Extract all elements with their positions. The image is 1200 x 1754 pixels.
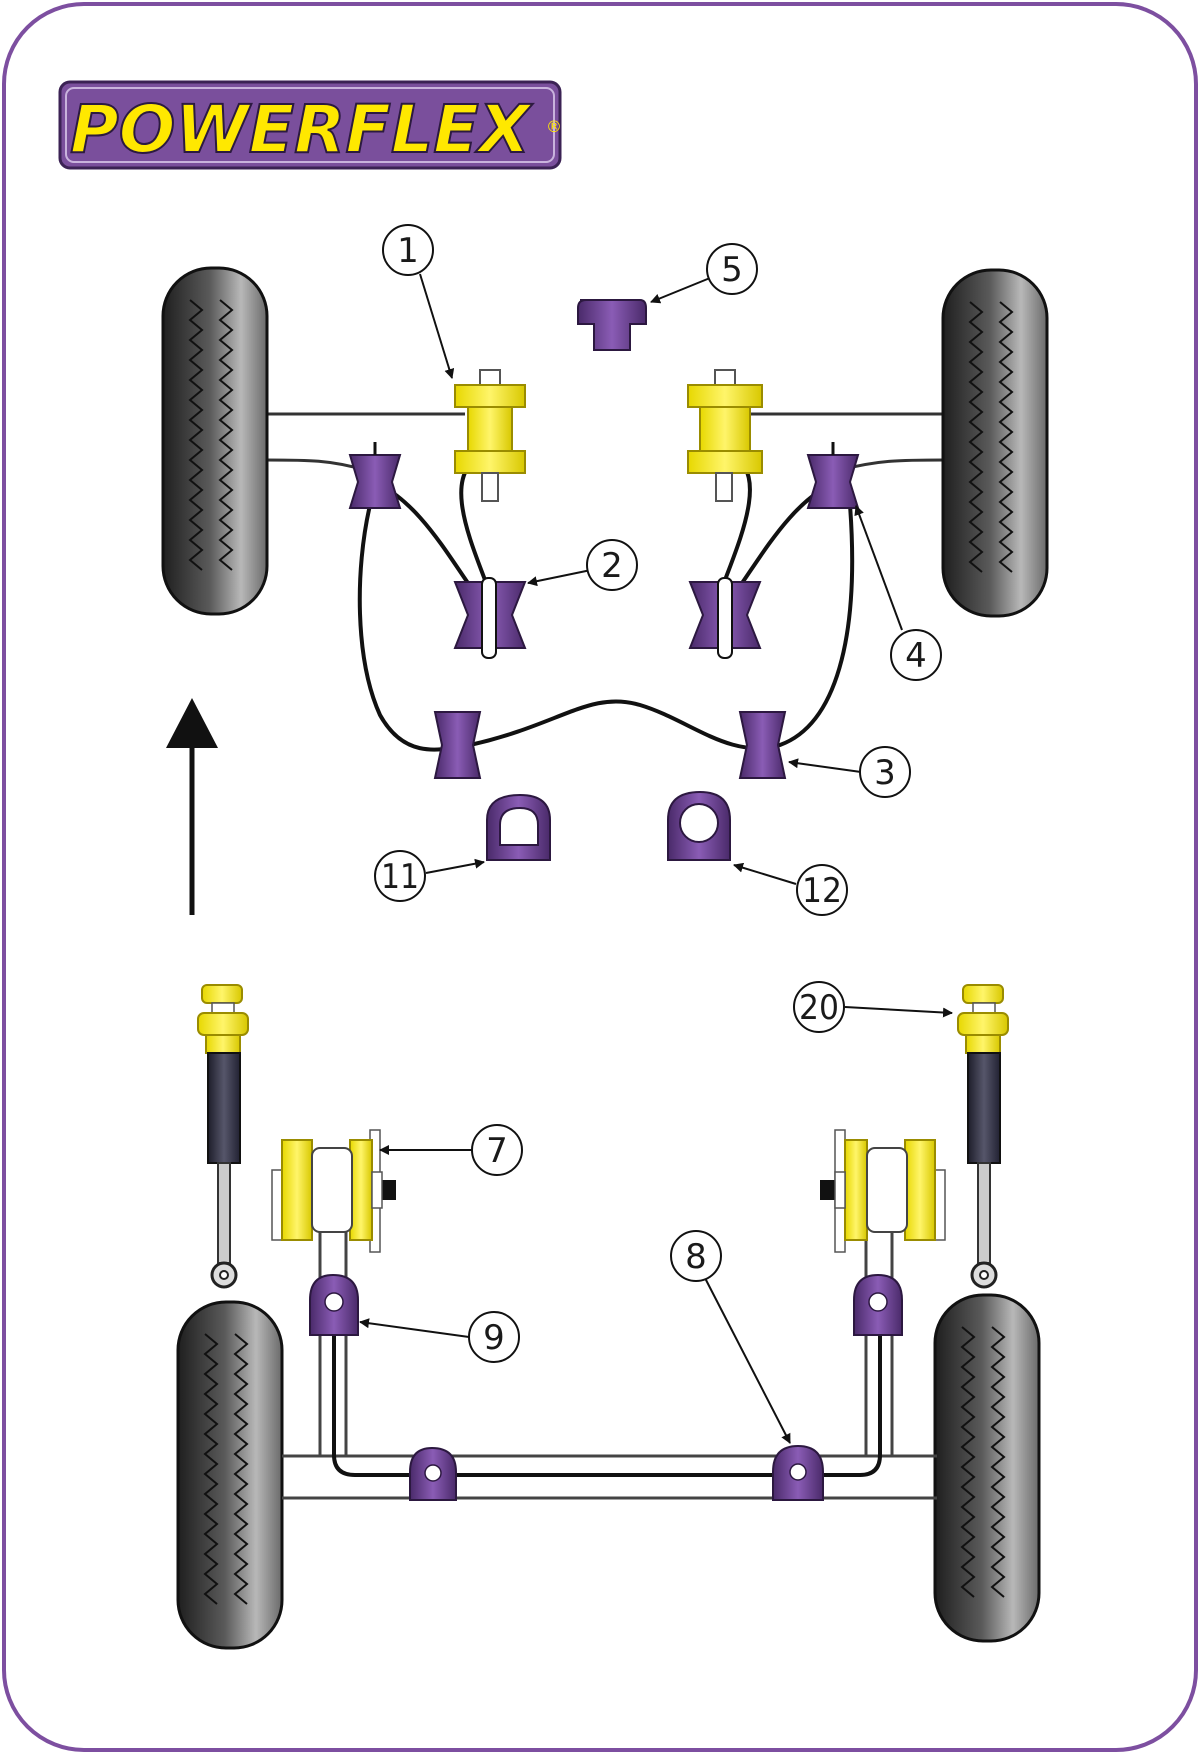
clamp-bush-12 (667, 790, 731, 861)
rear-arb-bush-left (409, 1446, 457, 1501)
callout-11: 11 (374, 850, 426, 902)
callout-20-label: 20 (799, 988, 839, 1028)
front-link-bush-right (688, 577, 762, 659)
callout-8: 8 (670, 1230, 722, 1282)
front-bump-stop-bush (577, 299, 647, 351)
rear-trailing-arms (318, 1230, 894, 1456)
callout-9-label: 9 (483, 1318, 505, 1358)
callout-1-label: 1 (397, 231, 419, 271)
front-right-tyre (941, 268, 1049, 618)
front-yellow-bush-left (454, 369, 526, 502)
front-yellow-bush-right (687, 369, 763, 502)
callout-leaders (359, 273, 953, 1444)
rear-shock-right (957, 984, 1009, 1289)
rear-beam (282, 1454, 937, 1500)
callout-3-label: 3 (874, 753, 896, 793)
callout-12-label: 12 (802, 871, 842, 911)
rear-link-bush-right (853, 1273, 903, 1336)
clamp-bush-11 (486, 793, 551, 861)
callout-8-label: 8 (685, 1237, 707, 1277)
rear-link-bush-left (309, 1273, 359, 1336)
front-arb-bush-left (433, 711, 482, 779)
forward-direction-arrow (166, 698, 218, 915)
front-link-bush-left (453, 577, 527, 659)
callout-2-label: 2 (601, 546, 623, 586)
powerflex-logo: POWERFLEX ® (58, 80, 562, 170)
front-left-tyre (161, 266, 269, 616)
front-arb-bush-right (738, 711, 787, 779)
callout-4: 4 (890, 629, 942, 681)
callout-4-label: 4 (905, 636, 927, 676)
rear-left-tyre (176, 1300, 284, 1650)
brand-name: POWERFLEX (70, 91, 533, 168)
callout-7: 7 (471, 1124, 523, 1176)
rear-shock-left (197, 984, 249, 1289)
rear-arb-bush-right (772, 1444, 824, 1501)
registered-mark: ® (546, 117, 562, 136)
callout-7-label: 7 (486, 1131, 508, 1171)
callout-1: 1 (382, 224, 434, 276)
rear-right-tyre (933, 1293, 1041, 1643)
callout-2: 2 (586, 539, 638, 591)
front-arm-bush-left (348, 442, 402, 509)
callout-5-label: 5 (721, 250, 743, 290)
rear-pivot-bush-left (271, 1129, 396, 1253)
callout-5: 5 (706, 243, 758, 295)
callout-12: 12 (796, 864, 848, 916)
front-anti-roll-bar (357, 504, 855, 752)
callout-9: 9 (468, 1311, 520, 1363)
rear-anti-roll-bar (332, 1300, 882, 1477)
callout-11-label: 11 (381, 857, 419, 897)
callout-3: 3 (859, 746, 911, 798)
callout-20: 20 (793, 981, 845, 1033)
rear-pivot-bush-right (820, 1129, 946, 1253)
